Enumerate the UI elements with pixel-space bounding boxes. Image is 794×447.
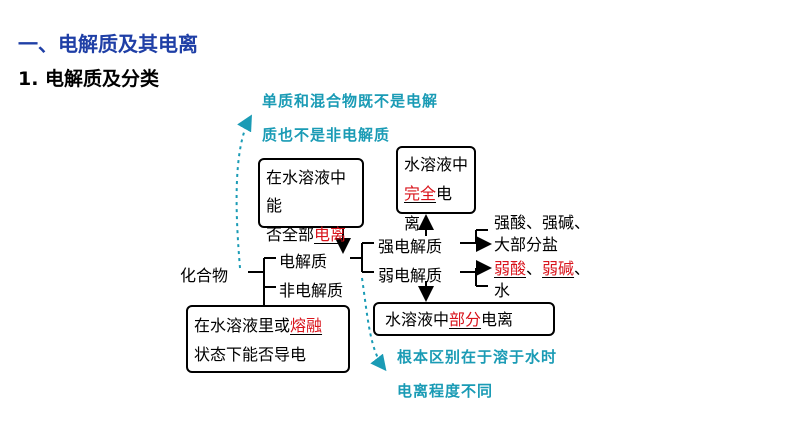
note-top-line1: 单质和混合物既不是电解 [262,92,439,110]
note-bottom-arrow [361,277,387,372]
strong-examples: 强酸、强碱、 大部分盐 [494,212,590,256]
keyword-complete: 完全 [404,184,437,203]
label-strong-electrolyte: 强电解质 [378,237,443,256]
note-top-arrow [235,114,252,269]
box-partial-suffix: 电离 [481,310,514,329]
weak-sep1: 、 [526,259,543,278]
keyword-weak-acid: 弱酸 [494,259,527,278]
note-top-line2: 质也不是非电解质 [262,126,391,144]
box-complete-line1: 水溶液中 [404,155,469,174]
note-bottom-line2: 电离程度不同 [397,382,494,400]
box-partial-prefix: 水溶液中 [385,310,450,329]
strong-examples-line2: 大部分盐 [494,235,559,254]
box-partial-ionization: 水溶液中部分电离 [373,302,555,336]
box-molten-line2: 状态下能否导电 [194,345,307,364]
box-ionize-condition: 在水溶液中能 否全部电离 [258,158,364,244]
box-ionize-line1: 在水溶液中能 [266,168,347,215]
subsection-heading: 1. 电解质及分类 [18,68,160,90]
label-compound: 化合物 [180,266,229,285]
label-electrolyte: 电解质 [279,252,328,271]
label-weak-electrolyte: 弱电解质 [378,266,443,285]
weak-example-water: 水 [494,281,511,300]
keyword-molten: 熔融 [290,316,323,335]
label-non-electrolyte: 非电解质 [279,281,344,300]
box-conductivity-condition: 在水溶液里或熔融 状态下能否导电 [186,305,350,373]
keyword-weak-base: 弱碱 [542,259,575,278]
box-complete-suffix: 电离 [404,184,453,233]
weak-examples: 弱酸、弱碱、 水 [494,258,590,302]
keyword-ionize: 电离 [314,225,347,244]
box-molten-prefix: 在水溶液里或 [194,316,291,335]
box-complete-ionization: 水溶液中 完全电离 [396,146,476,233]
note-bottom-line1: 根本区别在于溶于水时 [397,348,558,366]
weak-sep2: 、 [574,259,591,278]
keyword-partial: 部分 [449,310,482,329]
strong-examples-line1: 强酸、强碱、 [494,213,591,232]
section-heading: 一、电解质及其电离 [18,32,198,56]
box-ionize-prefix: 否全部 [266,225,315,244]
